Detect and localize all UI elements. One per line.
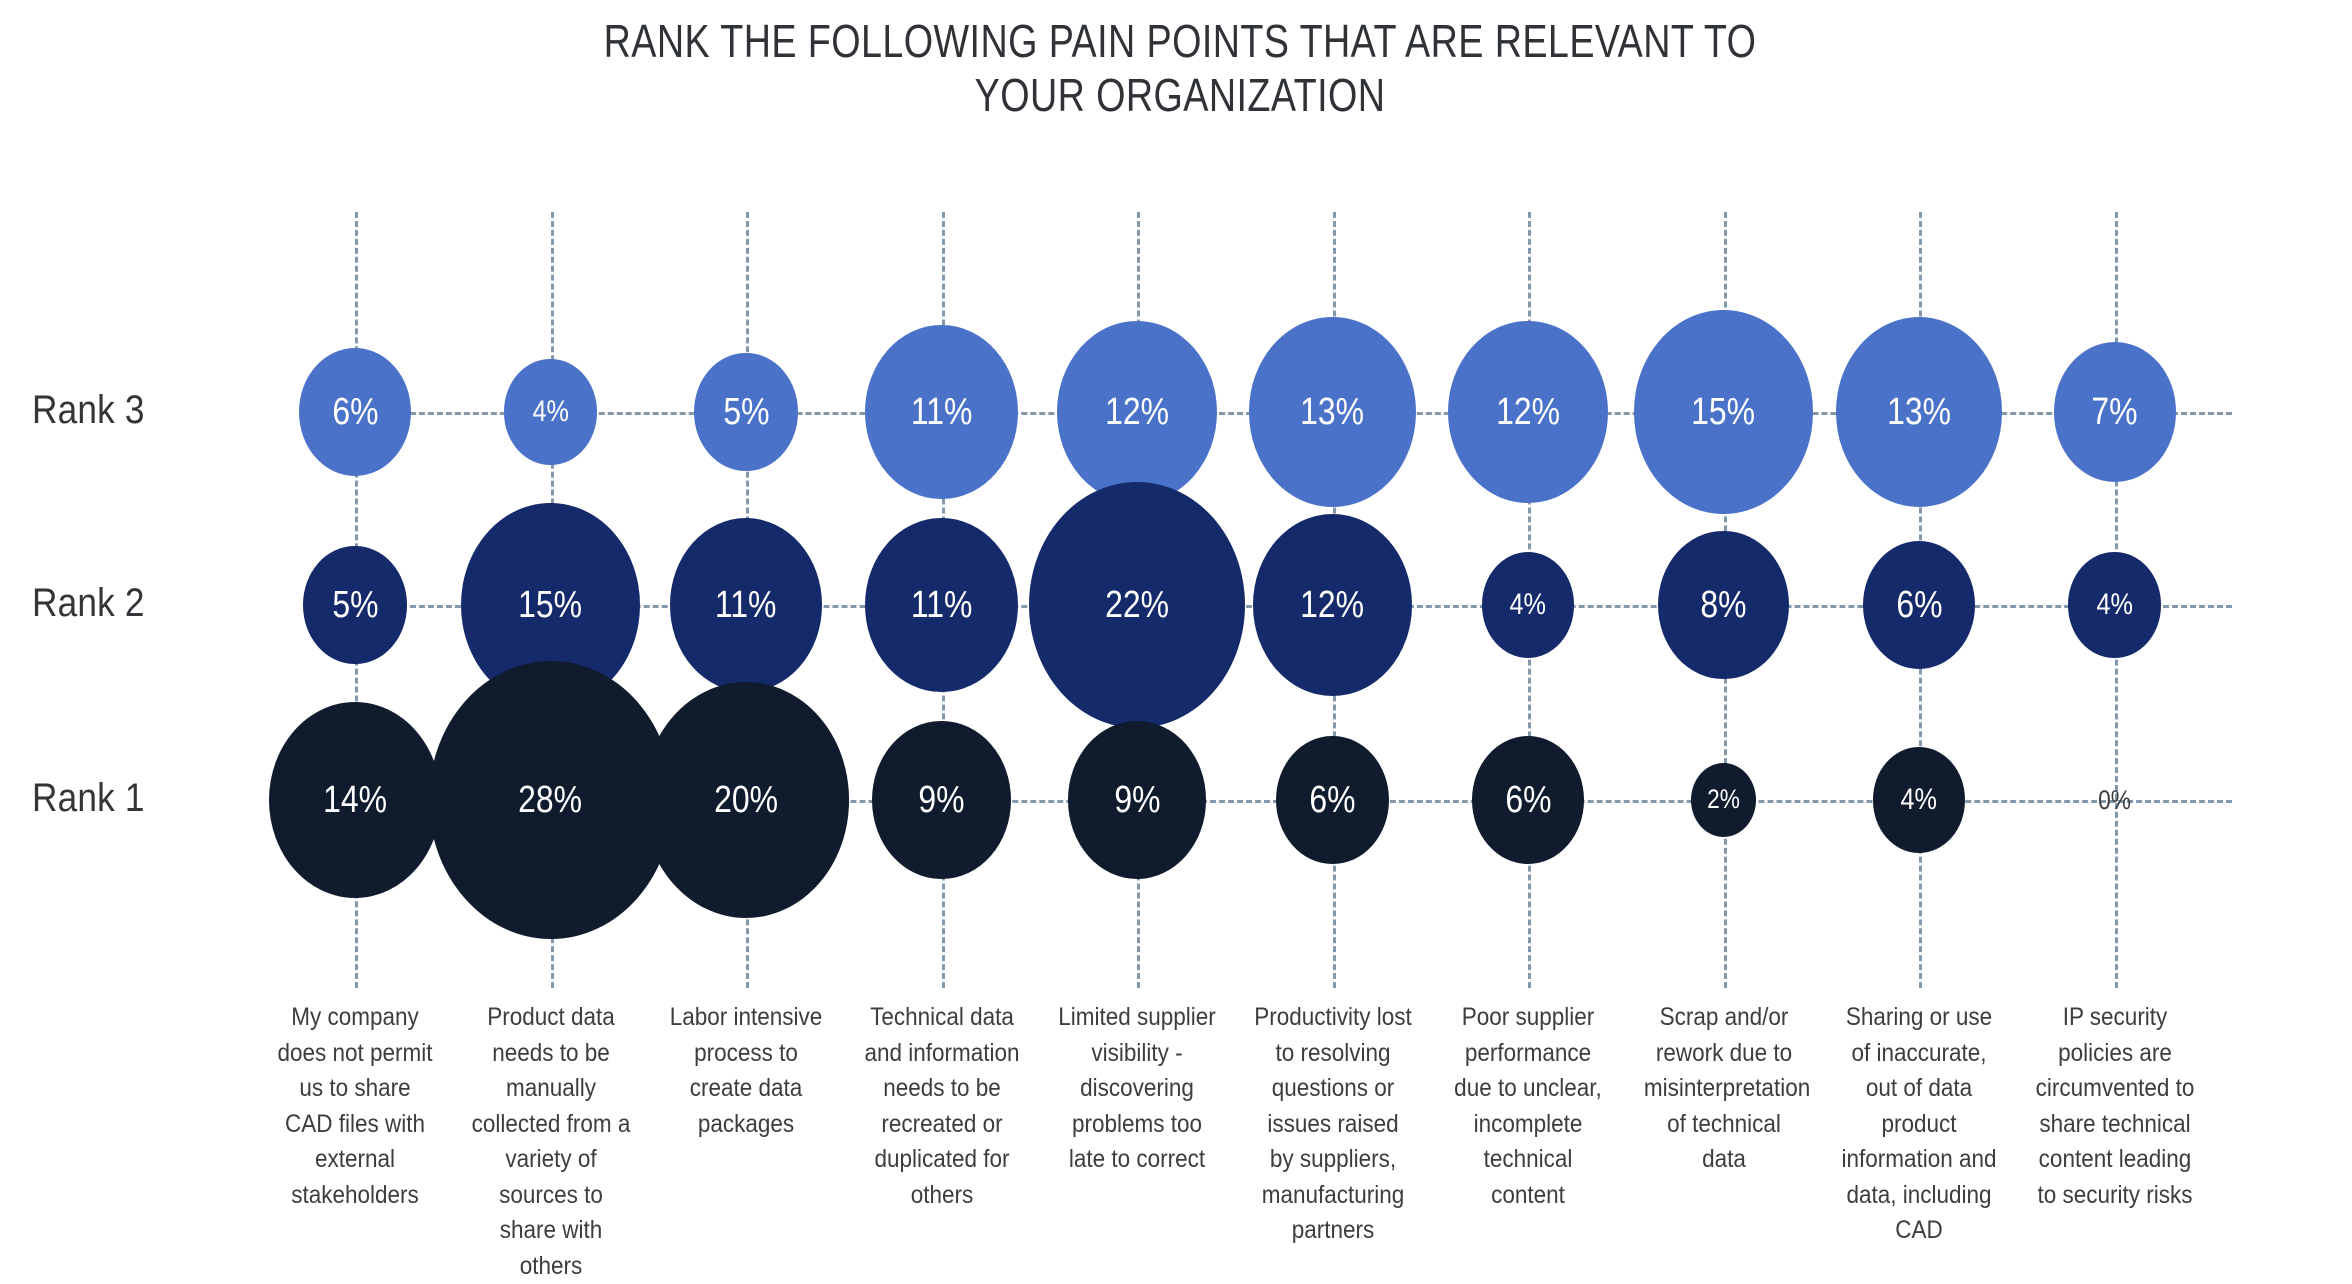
bubble-value-label: 11% [910,583,973,626]
category-label-7: Poor supplier performance due to unclear… [1454,1003,1602,1209]
bubble-value-label: 12% [1496,390,1560,433]
bubble-value-label: 6% [331,390,379,433]
bubble-rank-1-col6[interactable]: 6% [1276,735,1389,865]
bubble-rank-3-col5[interactable]: 12% [1057,320,1217,504]
bubble-rank-3-col3[interactable]: 5% [694,353,798,471]
bubble-value-label: 11% [910,390,973,433]
bubble-value-label: 2% [1707,784,1740,815]
bubble-rank-3-col8[interactable]: 15% [1634,310,1813,514]
bubble-value-label: 4% [1509,587,1547,621]
bubble-value-label: 5% [722,390,770,433]
bubble-rank-1-col2[interactable]: 28% [428,660,673,940]
bubble-rank-3-col1[interactable]: 6% [298,347,412,477]
bubble-value-label: 22% [1105,583,1169,626]
bubble-rank-2-col9[interactable]: 6% [1862,540,1976,670]
plot-area: Rank 3 Rank 2 Rank 1 6% 4% 5% 11% 12% 13% 12% 15% 1… [32,212,2232,1280]
row-label-rank-2: Rank 2 [32,581,145,625]
bubble-value-label: 15% [1691,390,1756,433]
bubble-rank-1-col5[interactable]: 9% [1067,721,1207,879]
bubble-value-label: 4% [2096,587,2133,621]
bubble-rank-2-col5[interactable]: 22% [1028,481,1246,729]
bubble-chart: RANK THE FOLLOWING PAIN POINTS THAT ARE … [32,15,2232,1280]
category-label-9: Sharing or use of inaccurate, out of dat… [1841,1003,1997,1244]
bubble-rank-2-col10[interactable]: 4% [2068,552,2161,658]
bubble-value-label: 14% [323,778,387,821]
bubble-rank-1-col9[interactable]: 4% [1872,747,1966,853]
bubble-rank-1-col3[interactable]: 20% [642,682,850,918]
bubble-value-label: 4% [532,394,569,428]
bubble-value-label: 4% [1900,782,1938,816]
bubble-value-label: 6% [1309,778,1356,821]
bubble-value-label: 12% [1300,583,1365,626]
bubble-rank-3-col6[interactable]: 13% [1249,317,1416,507]
bubble-rank-2-col4[interactable]: 11% [865,517,1018,693]
category-label-1: My company does not permit us to share C… [277,1003,433,1209]
bubble-value-label: 8% [1700,583,1747,626]
bubble-rank-2-col6[interactable]: 12% [1252,513,1413,697]
bubble-value-label: 11% [715,583,777,626]
bubble-value-label: 0% [2098,784,2131,815]
bubble-value-label: 15% [518,583,583,626]
bubble-value-label: 12% [1105,390,1169,433]
category-label-2: Product data needs to be manually collec… [471,1003,630,1280]
bubble-rank-3-col2[interactable]: 4% [504,359,597,465]
bubble-rank-3-col7[interactable]: 12% [1448,320,1608,504]
bubble-rank-1-col10[interactable]: 0% [2060,770,2170,830]
bubble-value-label: 20% [714,778,778,821]
bubble-rank-3-col4[interactable]: 11% [865,324,1018,500]
category-label-3: Labor intensive process to create data p… [669,1003,823,1138]
bubble-value-label: 28% [518,778,583,821]
bubble-rank-2-col1[interactable]: 5% [303,546,407,664]
bubble-value-label: 13% [1300,390,1365,433]
row-label-rank-1: Rank 1 [32,776,145,820]
bubble-value-label: 6% [1504,778,1552,821]
category-label-4: Technical data and information needs to … [863,1003,1020,1209]
category-label-10: IP security policies are circumvented to… [2035,1003,2194,1209]
bubble-rank-2-col7[interactable]: 4% [1481,552,1575,658]
bubble-rank-3-col10[interactable]: 7% [2053,342,2176,482]
bubble-rank-2-col8[interactable]: 8% [1658,530,1789,680]
row-label-rank-3: Rank 3 [32,388,145,432]
page-title: RANK THE FOLLOWING PAIN POINTS THAT ARE … [603,15,1757,122]
category-label-5: Limited supplier visibility - discoverin… [1058,1003,1216,1173]
bubble-rank-1-col7[interactable]: 6% [1471,735,1585,865]
bubble-value-label: 9% [918,778,965,821]
category-label-8: Scrap and/or rework due to misinterpreta… [1643,1003,1810,1173]
bubble-rank-2-col3[interactable]: 11% [669,517,823,693]
bubble-value-label: 13% [1887,390,1951,433]
bubble-value-label: 5% [331,583,379,626]
bubble-value-label: 9% [1113,778,1161,821]
bubble-rank-3-col9[interactable]: 13% [1835,317,2003,507]
bubble-rank-1-col4[interactable]: 9% [872,721,1011,879]
bubble-value-label: 7% [2091,390,2138,433]
bubble-rank-1-col8[interactable]: 2% [1690,762,1757,838]
bubble-value-label: 6% [1895,583,1943,626]
bubble-rank-1-col1[interactable]: 14% [268,701,442,899]
category-label-6: Productivity lost to resolving questions… [1253,1003,1412,1244]
